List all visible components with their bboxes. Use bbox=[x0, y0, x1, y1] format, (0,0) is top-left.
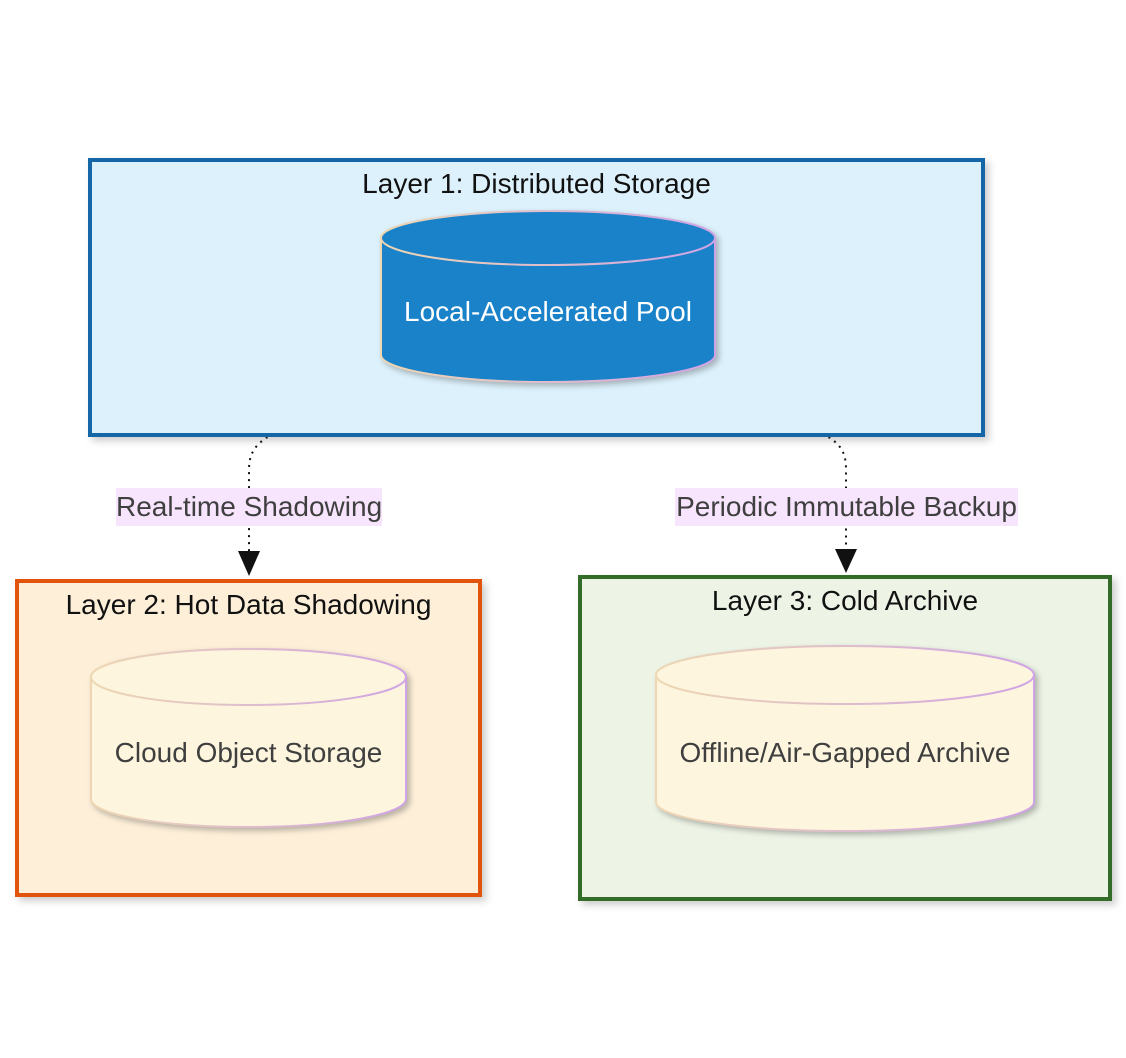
offline-archive-cylinder-icon bbox=[655, 645, 1035, 832]
layer1-title: Layer 1: Distributed Storage bbox=[362, 168, 711, 199]
layer3-title: Layer 3: Cold Archive bbox=[711, 585, 979, 616]
cloud-object-storage-cylinder-icon bbox=[90, 648, 407, 828]
layer2-title: Layer 2: Hot Data Shadowing bbox=[65, 589, 432, 620]
local-accelerated-pool-cylinder-icon bbox=[380, 210, 716, 383]
edge-label-realtime-shadowing: Real-time Shadowing bbox=[116, 488, 382, 526]
arrowhead-periodic-backup bbox=[835, 549, 857, 573]
edge-label-periodic-backup: Periodic Immutable Backup bbox=[675, 488, 1018, 526]
arrowhead-realtime-shadowing bbox=[238, 551, 260, 576]
